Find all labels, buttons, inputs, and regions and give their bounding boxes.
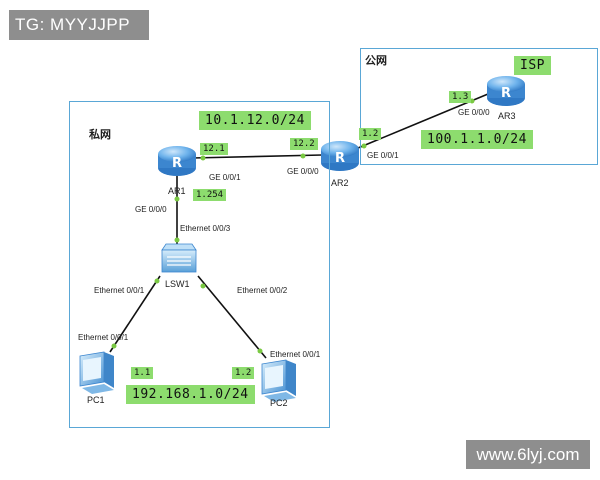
svg-text:R: R [335,151,345,166]
device-label-ar1: AR1 [168,186,186,196]
tg-banner: TG: MYYJJPP [9,10,149,40]
network-tag-ar2-isp: 100.1.1.0/24 [421,130,533,149]
port-dot-ar1-g000 [174,196,180,202]
pc-icon-pc2[interactable] [261,359,296,402]
port-label-pc2: Ethernet 0/0/1 [270,350,321,359]
device-label-pc1: PC1 [87,395,105,405]
switch-icon-lsw1[interactable] [161,243,197,273]
address-tag-ar2-g001: 1.2 [359,128,382,140]
router-icon-ar3[interactable]: R [487,76,525,106]
public-network-zone [360,48,598,165]
link-ar1-ar2 [191,154,323,159]
port-label-pc1: Ethernet 0/0/1 [78,333,129,342]
svg-text:R: R [501,86,511,101]
private-zone-label: 私网 [89,129,111,141]
isp-tag: ISP [514,56,551,75]
link-lsw1-pc1 [109,275,161,353]
port-label-ar1-g000: GE 0/0/0 [135,205,167,214]
port-dot-lsw1-e003 [174,237,180,243]
port-label-lsw1-e001: Ethernet 0/0/1 [94,286,145,295]
router-icon-ar1[interactable]: R [158,146,196,176]
port-label-ar1-g001: GE 0/0/1 [209,173,241,182]
port-dot-ar2-g000 [300,153,306,159]
port-dot-pc2 [257,348,263,354]
port-label-lsw1-e003: Ethernet 0/0/3 [180,224,231,233]
network-tag-lan: 192.168.1.0/24 [126,385,255,404]
port-dot-pc1 [111,343,117,349]
address-tag-ar1-g000: 1.254 [193,189,227,201]
address-tag-ar3-g000: 1.3 [449,91,472,103]
port-dot-ar2-g001 [361,143,367,149]
site-watermark: www.6lyj.com [466,440,590,469]
port-label-ar2-g001: GE 0/0/1 [367,151,399,160]
port-dot-lsw1-e002 [200,283,206,289]
router-icon-ar2[interactable]: R [321,141,359,171]
device-label-pc2: PC2 [270,398,288,408]
port-label-ar3-g000: GE 0/0/0 [458,108,490,117]
address-tag-pc2: 1.2 [232,367,255,379]
pc-icon-pc1[interactable] [79,351,114,394]
device-label-lsw1: LSW1 [165,279,190,289]
device-label-ar3: AR3 [498,111,516,121]
private-network-zone [69,101,330,428]
port-label-lsw1-e002: Ethernet 0/0/2 [237,286,288,295]
device-label-ar2: AR2 [331,178,349,188]
port-dot-ar1-g001 [200,155,206,161]
port-dot-lsw1-e001 [154,278,160,284]
public-zone-label: 公网 [365,55,387,67]
link-lsw1-pc2 [197,275,267,359]
svg-text:R: R [172,156,182,171]
network-tag-ar1-ar2: 10.1.12.0/24 [199,111,311,130]
port-label-ar2-g000: GE 0/0/0 [287,167,319,176]
address-tag-ar1-g001: 12.1 [200,143,228,155]
address-tag-ar2-g000: 12.2 [290,138,318,150]
address-tag-pc1: 1.1 [131,367,154,379]
